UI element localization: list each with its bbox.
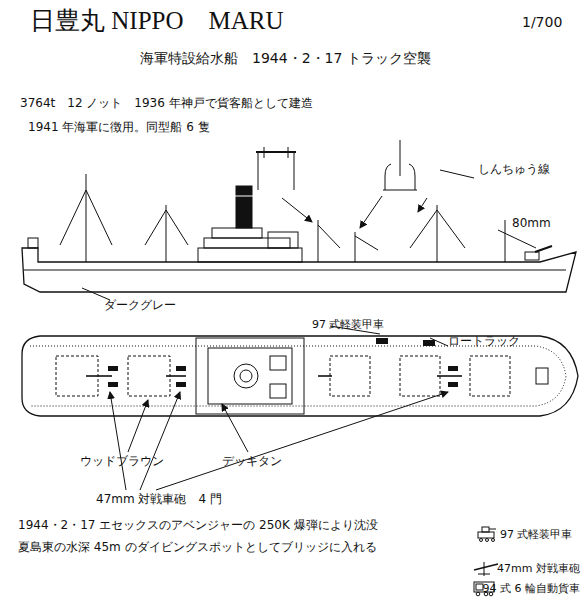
subtitle: 海軍特設給水船 1944・2・17 トラック空襲 — [140, 50, 431, 67]
note: 1944・2・17 エセックスのアベンジャーの 250K 爆弾により沈没 — [18, 518, 378, 532]
part-label: 97 式軽装甲車 — [312, 318, 385, 331]
title: 日豊丸 NIPPO MARU — [30, 6, 284, 36]
part-label: 47mm 対戦車砲 4 門 — [96, 492, 222, 506]
mast-detail — [256, 140, 474, 228]
color-label: ウッドブラウン — [80, 454, 164, 468]
side-profile — [22, 174, 576, 300]
part-label: しんちゅう線 — [478, 162, 550, 176]
color-label: ダークグレー — [104, 298, 176, 312]
deck-plan — [22, 326, 578, 490]
legend-text: 47mm 対戦車砲 — [497, 562, 580, 575]
note: 夏島東の水深 45m のダイビングスポットとしてブリッジに入れる — [18, 540, 377, 554]
scale-label: 1/700 — [522, 14, 562, 31]
part-label: 80mm — [512, 216, 551, 230]
legend-text: 94 式 6 輪自動貨車 — [483, 582, 581, 595]
color-label: デッキタン — [222, 454, 282, 468]
spec-note: 1941 年海軍に徴用。同型船 6 隻 — [28, 120, 210, 134]
legend-text: 97 式軽装甲車 — [500, 528, 573, 541]
spec-note: 3764t 12 ノット 1936 年神戸で貨客船として建造 — [20, 96, 313, 110]
part-label: ロートラック — [448, 334, 520, 348]
